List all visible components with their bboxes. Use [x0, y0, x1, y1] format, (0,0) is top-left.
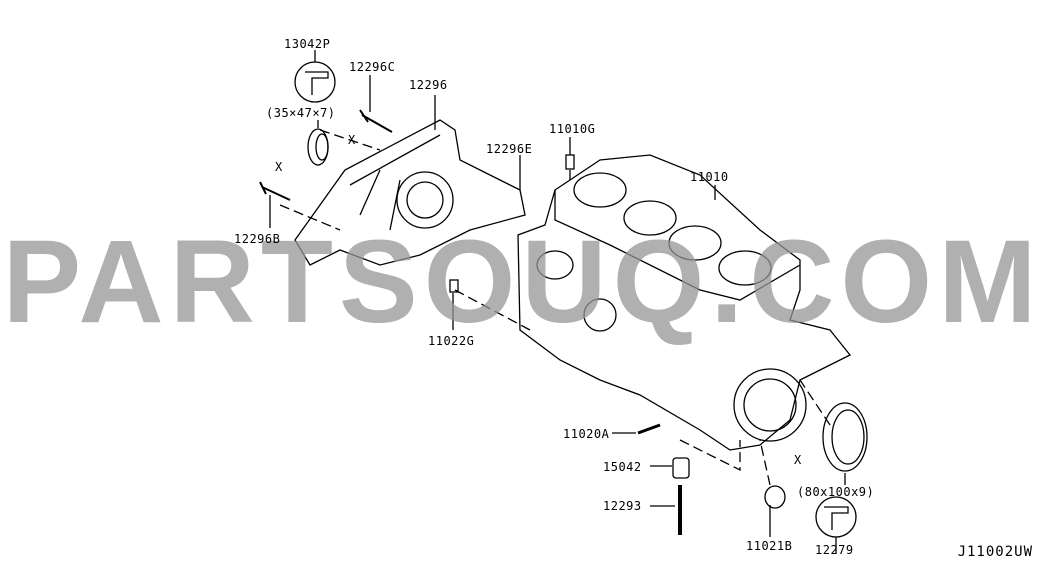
front-cover-12296	[294, 119, 526, 266]
part-label-12296[interactable]: 12296	[409, 78, 448, 92]
seal-section-icon-13042P	[294, 61, 336, 103]
part-label-12279[interactable]: 12279	[815, 543, 854, 557]
part-label-12296C[interactable]: 12296C	[349, 60, 396, 74]
part-label-12296E[interactable]: 12296E	[486, 142, 533, 156]
plug-11020A	[637, 423, 661, 435]
leader-lines	[269, 50, 846, 553]
part-label-11022G[interactable]: 11022G	[428, 334, 475, 348]
part-label-15042[interactable]: 15042	[603, 460, 642, 474]
part-label-11021B[interactable]: 11021B	[746, 539, 793, 553]
seal-section-icon-12279	[815, 496, 857, 538]
oil-seal-13042P	[307, 128, 329, 166]
bolt-12296C	[359, 109, 393, 133]
part-note-12279: (80x100x9)	[797, 485, 875, 499]
diagram-code: J11002UW	[957, 544, 1033, 560]
rear-oil-seal-12279	[822, 402, 868, 472]
dowel-15042	[672, 457, 690, 479]
dowel-11010G	[565, 154, 575, 170]
part-label-11010G[interactable]: 11010G	[549, 122, 596, 136]
dowel-11022G	[449, 279, 459, 293]
bolt-12296B	[259, 181, 291, 201]
dimension-marker: X	[275, 160, 283, 174]
part-label-11020A[interactable]: 11020A	[563, 427, 610, 441]
part-label-12293[interactable]: 12293	[603, 499, 642, 513]
part-label-11010[interactable]: 11010	[690, 170, 729, 184]
part-note-13042P: (35×47×7)	[266, 106, 336, 120]
seal-11021B	[764, 485, 786, 509]
part-label-13042P[interactable]: 13042P	[284, 37, 331, 51]
cylinder-block-11010	[517, 154, 852, 451]
dimension-marker: X	[348, 133, 356, 147]
assembly-lines	[279, 129, 831, 486]
dimension-marker: X	[794, 453, 802, 467]
part-label-12296B[interactable]: 12296B	[234, 232, 281, 246]
